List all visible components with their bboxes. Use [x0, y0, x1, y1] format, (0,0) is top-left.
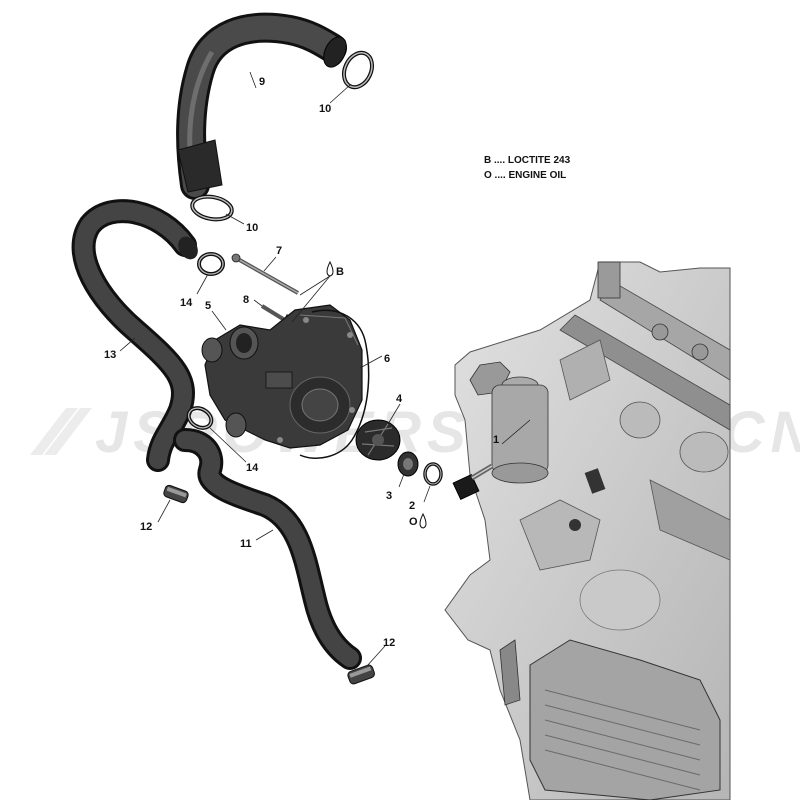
gasket-6	[299, 309, 370, 459]
leader-lines	[119, 71, 531, 667]
engine-oil-drop-icon	[419, 512, 427, 529]
callout-5: 5	[205, 300, 211, 312]
callout-14-upper: 14	[180, 297, 193, 309]
part-3	[397, 451, 419, 477]
callout-11: 11	[240, 538, 252, 550]
hose-11	[173, 428, 362, 670]
callout-12-right: 12	[383, 637, 395, 649]
callout-8: 8	[243, 294, 249, 306]
callout-7-loctite: B	[336, 266, 344, 278]
impeller-4	[355, 419, 401, 461]
clamp-12-left	[163, 484, 189, 504]
clamp-12-right	[347, 664, 375, 685]
callout-2: 2	[409, 500, 415, 512]
callout-2-oil: O	[409, 516, 418, 528]
sensor-1	[452, 463, 494, 501]
callout-6: 6	[384, 353, 390, 365]
callout-9: 9	[259, 76, 265, 88]
legend: B .... LOCTITE 243 O .... ENGINE OIL	[484, 153, 570, 183]
clamp-10-upper	[341, 50, 375, 90]
clamp-10-lower	[190, 194, 234, 222]
callout-labels: 9 10 10 7 B 8 14 5 13 6 4 14 1 3 2 O 12 …	[104, 76, 499, 649]
clamp-14-lower	[186, 406, 214, 430]
callout-12-left: 12	[140, 521, 152, 533]
water-pump-housing-5	[201, 304, 363, 449]
callout-1: 1	[493, 434, 499, 446]
callout-4: 4	[396, 393, 403, 405]
legend-loctite: B .... LOCTITE 243	[484, 155, 571, 166]
hose-13	[71, 199, 198, 472]
callout-14-lower: 14	[246, 462, 259, 474]
callout-13: 13	[104, 349, 116, 361]
callout-7: 7	[276, 245, 282, 257]
ring-2	[423, 462, 443, 486]
clamp-14-upper	[197, 252, 225, 276]
callout-10-lower: 10	[246, 222, 258, 234]
loctite-drop-icon	[326, 260, 334, 277]
callout-10-upper: 10	[319, 103, 331, 115]
hose-9	[176, 12, 347, 200]
bolt-7	[231, 253, 299, 295]
engine-block	[444, 261, 731, 800]
callout-3: 3	[386, 490, 392, 502]
legend-engine-oil: O .... ENGINE OIL	[484, 170, 567, 181]
